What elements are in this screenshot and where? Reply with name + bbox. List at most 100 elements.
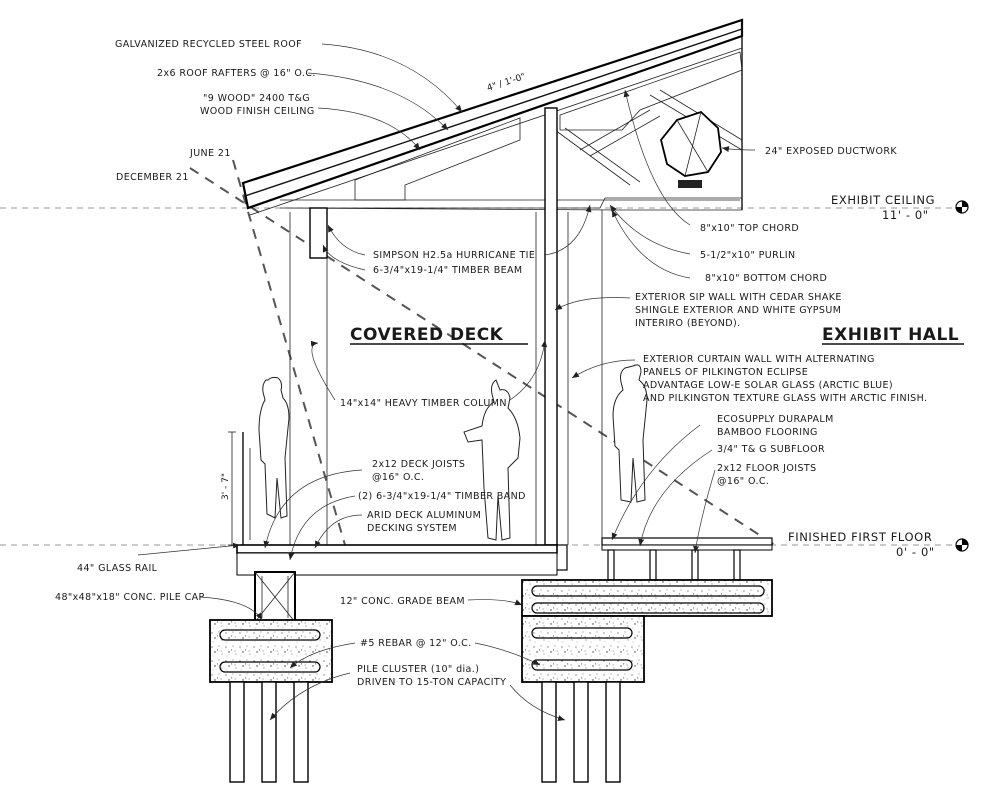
callout-bamboo-1: ECOSUPPLY DURAPALM [717, 414, 834, 425]
callout-pile-cap: 48"x48"x18" CONC. PILE CAP [55, 592, 205, 603]
leader-sip-wall [554, 297, 631, 311]
floor-joist [691, 549, 699, 581]
deck-surface [236, 544, 558, 554]
roof-rafter-line [244, 28, 743, 197]
june-sun-line [232, 159, 346, 546]
pile [229, 681, 245, 783]
callout-curtain-1: EXTERIOR CURTAIN WALL WITH ALTERNATING [643, 354, 875, 365]
floor-joist [607, 549, 615, 581]
duct-facet-2 [684, 111, 702, 177]
deck-band [236, 552, 558, 576]
callout-column: 14"x14" HEAVY TIMBER COLUMN [340, 398, 507, 409]
callout-decking-1: ARID DECK ALUMINUM [367, 510, 481, 521]
piles-left [229, 681, 309, 783]
sun-label-december: DECEMBER 21 [116, 172, 189, 183]
callout-glass-rail: 44" GLASS RAIL [77, 563, 158, 574]
callout-floor-joists-2: @16" O.C. [717, 476, 769, 487]
callout-decking-2: DECKING SYSTEM [367, 523, 457, 534]
callout-timber-beam: 6-3/4"x19-1/4" TIMBER BEAM [373, 265, 523, 276]
rebar-top-left [219, 629, 321, 641]
callout-floor-joists-1: 2x12 FLOOR JOISTS [717, 463, 817, 474]
leader-rafters [307, 72, 449, 131]
callout-sip-2: SHINGLE EXTERIOR AND WHITE GYPSUM [635, 305, 841, 316]
callout-purlin: 5-1/2"x10" PURLIN [700, 250, 796, 261]
subfloor [601, 544, 773, 551]
hall-floor [601, 537, 773, 581]
callout-deck-joists-2: @16" O.C. [372, 472, 424, 483]
leader-top-chord [623, 89, 691, 226]
leader-floor-joists [693, 469, 716, 554]
roof-assembly [241, 18, 744, 216]
leader-curtain-wall [571, 359, 636, 379]
rebar-bottom-left [219, 661, 321, 673]
pile [605, 681, 621, 783]
ceiling-finish-line [249, 47, 743, 216]
foundations [209, 571, 773, 783]
december-sun-line [189, 167, 776, 546]
leader-ductwork [721, 146, 756, 153]
callout-roof: GALVANIZED RECYCLED STEEL ROOF [115, 39, 302, 50]
floor-joist [649, 549, 657, 581]
level-marker-floor [955, 538, 969, 552]
callout-ceiling-2: WOOD FINISH CEILING [200, 106, 315, 117]
callout-sip-1: EXTERIOR SIP WALL WITH CEDAR SHAKE [635, 292, 842, 303]
callout-pile-2: DRIVEN TO 15-TON CAPACITY [357, 677, 506, 688]
callout-ceiling-1: "9 WOOD" 2400 T&G [203, 93, 310, 104]
leader-rebar-right [474, 642, 541, 666]
deck-floor [236, 544, 558, 576]
callout-curtain-2: PANELS OF PILKINGTON ECLIPSE [643, 367, 808, 378]
pile [261, 681, 277, 783]
truss-web-1 [554, 129, 631, 186]
floor-joists [607, 549, 741, 581]
level-marker-ceiling [955, 200, 969, 214]
leader-bottom-chord [611, 209, 691, 279]
pile-cap-right [521, 615, 645, 683]
callout-curtain-3: ADVANTAGE LOW-E SOLAR GLASS (ARCTIC BLUE… [643, 380, 893, 391]
truss-top-chord-right [559, 51, 743, 131]
truss-web-2 [564, 127, 641, 183]
callout-hurricane-tie: SIMPSON H2.5a HURRICANE TIE [373, 250, 535, 261]
sun-angle-lines [189, 159, 776, 546]
truss-web-6 [589, 115, 661, 157]
leader-pile-cap [199, 596, 263, 621]
roof-panel [241, 18, 744, 210]
callout-subfloor: 3/4" T& G SUBFLOOR [717, 444, 825, 455]
leader-decking [314, 514, 363, 549]
level-name-ceiling: EXHIBIT CEILING [831, 193, 935, 207]
glass-rail [228, 431, 251, 546]
room-title-exhibit-hall: EXHIBIT HALL [822, 325, 959, 345]
pile [541, 681, 557, 783]
leader-lines [137, 43, 756, 721]
leader-rebar-left [289, 642, 356, 669]
curtain-wall-mullion [544, 107, 558, 546]
level-elev-floor: 0' - 0" [896, 545, 935, 559]
leader-purlin [609, 204, 691, 255]
roof-pitch-label: 4" / 1'-0" [486, 72, 527, 94]
leader-pile-right [509, 684, 566, 721]
pile [293, 681, 309, 783]
duct-diffuser [678, 180, 702, 188]
callout-bottom-chord: 8"x10" BOTTOM CHORD [705, 273, 827, 284]
callout-timber-band: (2) 6-3/4"x19-1/4" TIMBER BAND [358, 491, 526, 502]
rail-height-label: 3' - 7" [221, 473, 231, 500]
leader-grade-beam [467, 599, 523, 606]
truss-web-5 [579, 109, 651, 151]
leader-column-left [310, 340, 336, 401]
callout-ductwork: 24" EXPOSED DUCTWORK [765, 146, 897, 157]
callout-sip-3: INTERIRO (BEYOND). [635, 318, 741, 329]
hurricane-tie [309, 207, 328, 259]
sun-label-june: JUNE 21 [189, 148, 231, 159]
leader-column-right [509, 339, 548, 401]
leader-glass-rail [137, 542, 241, 556]
rebar-top-right [531, 627, 633, 639]
pile-cap-left [209, 619, 333, 683]
rebar-bottom-right [531, 659, 633, 671]
bamboo-flooring [601, 537, 773, 546]
hall-figure [612, 364, 648, 503]
callout-curtain-4: AND PILKINGTON TEXTURE GLASS WITH ARCTIC… [643, 393, 927, 404]
leader-timber-beam-2 [544, 204, 592, 256]
leader-roof [321, 43, 463, 113]
piles-right [541, 681, 621, 783]
leader-hurricane-tie [327, 224, 366, 256]
